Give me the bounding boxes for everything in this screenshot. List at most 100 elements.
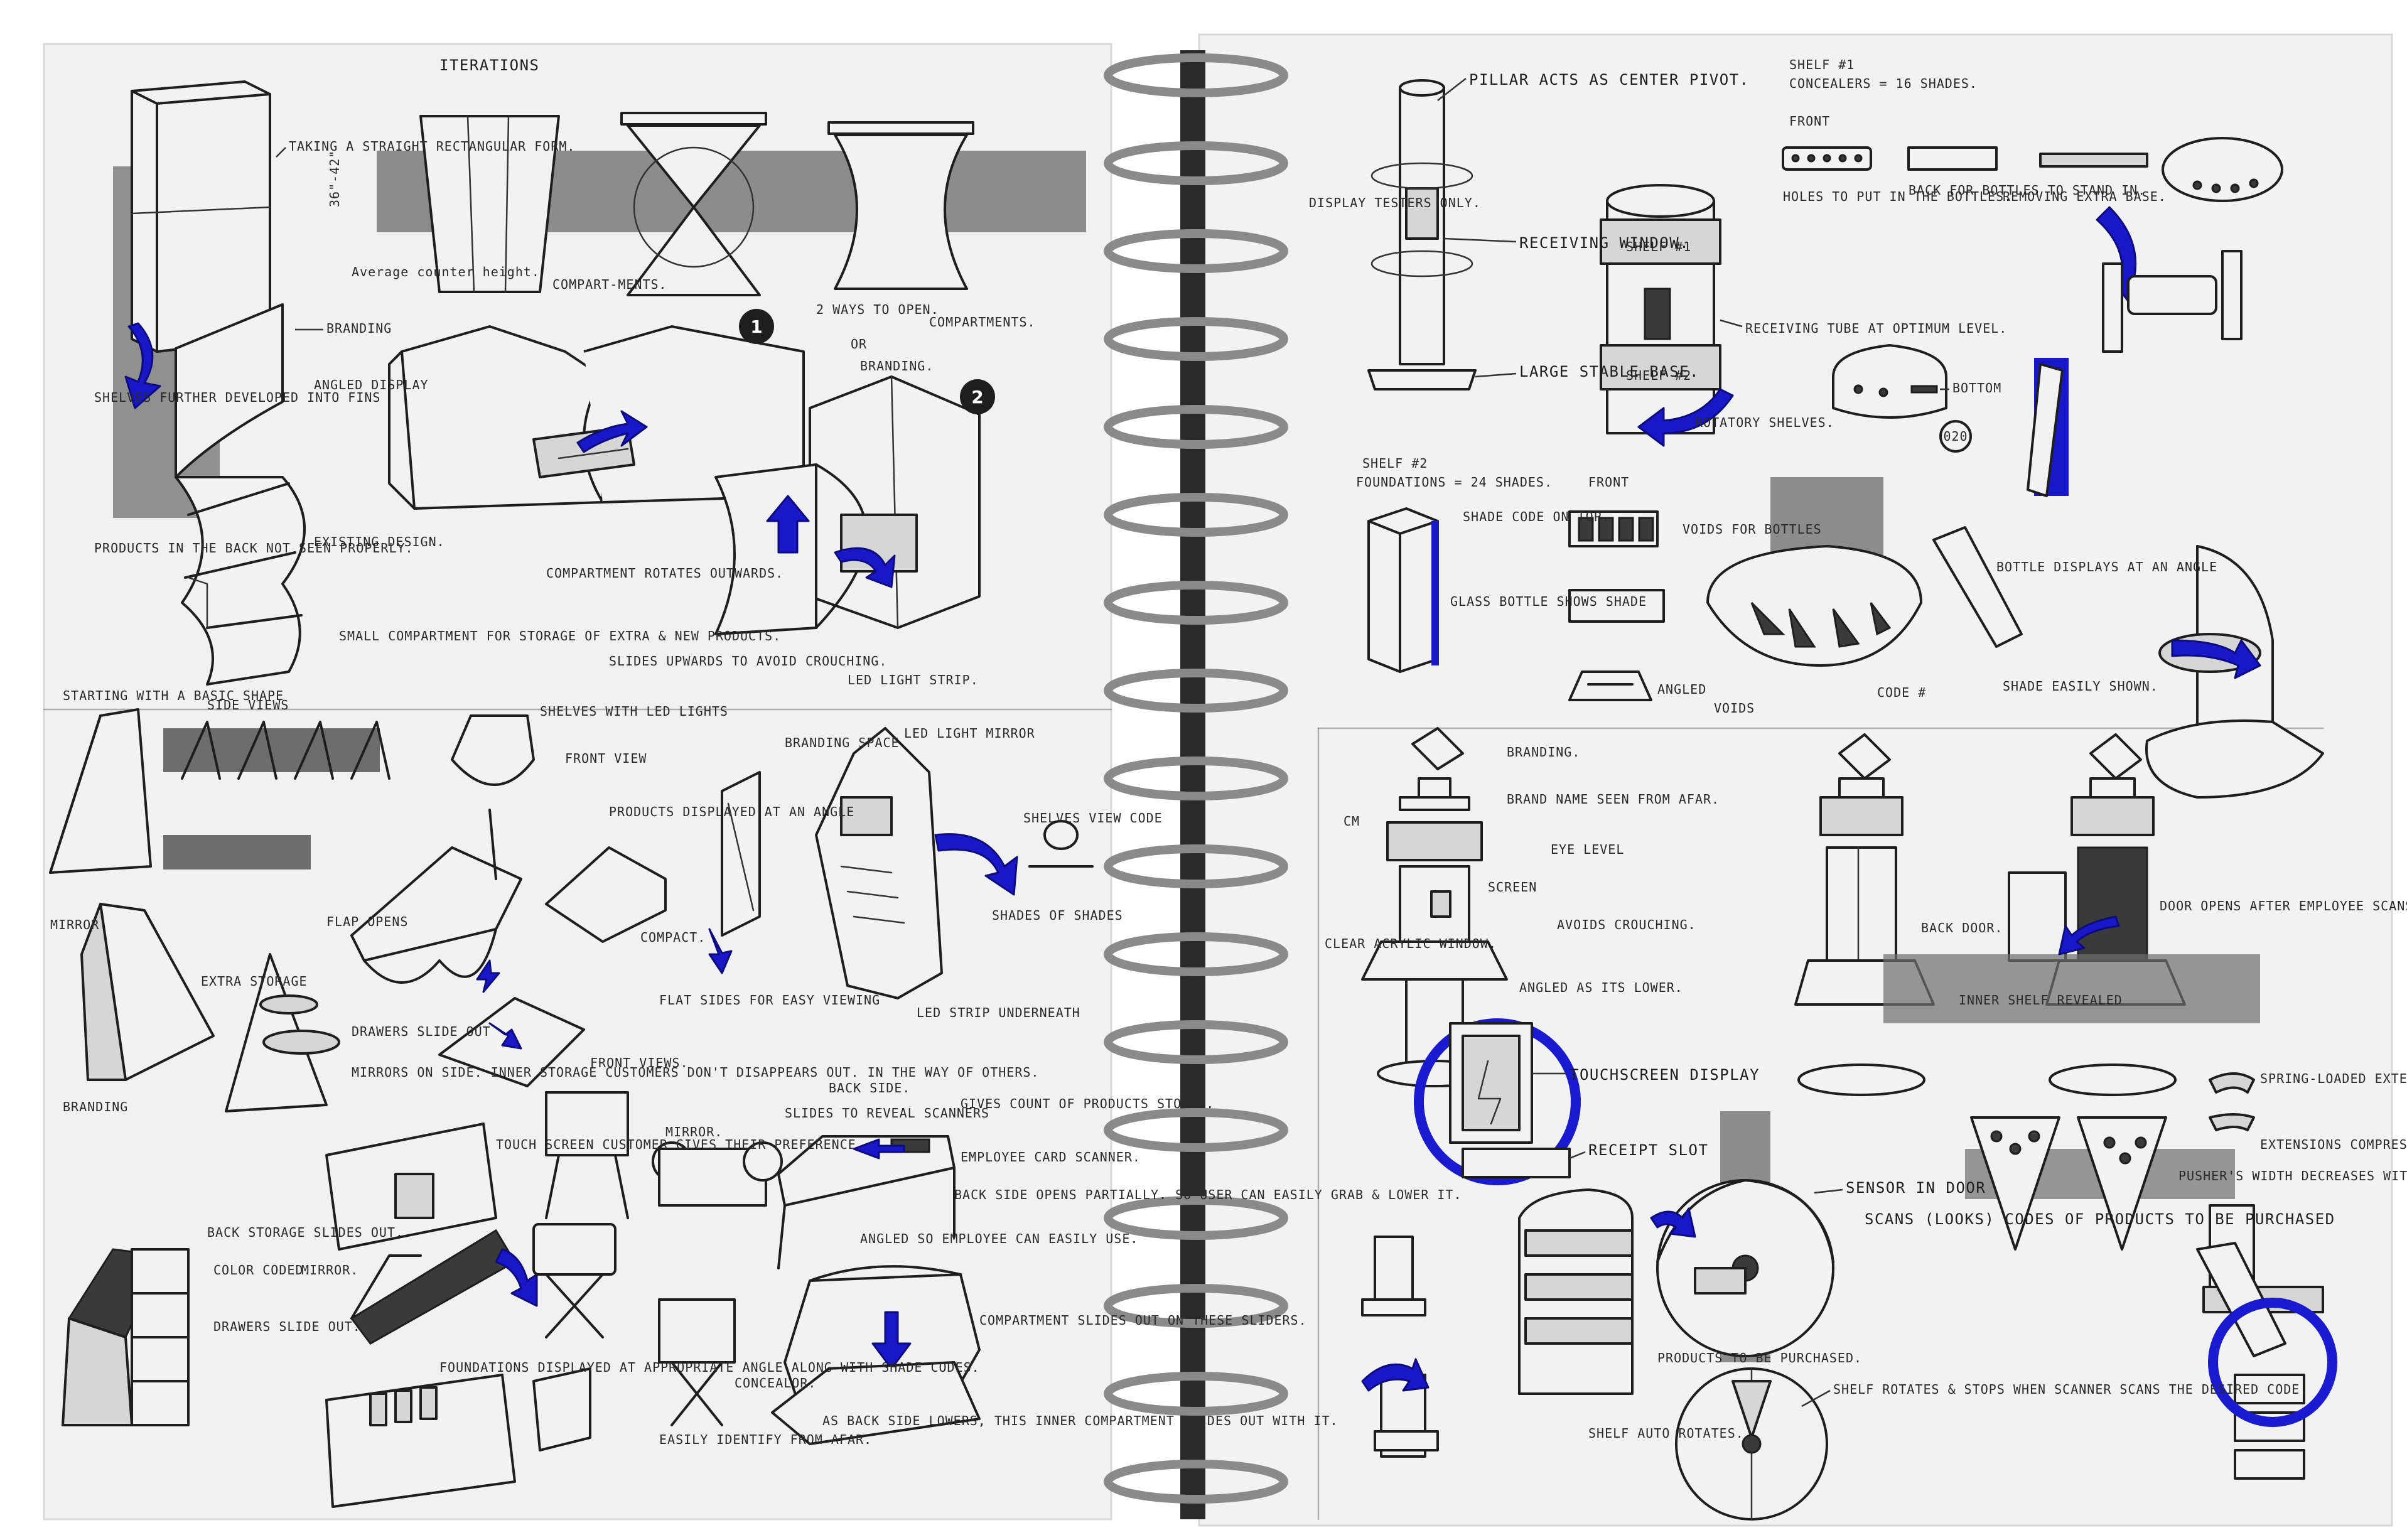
blue-arrow-small-3	[708, 928, 733, 974]
sketch-rotatory-shelves	[1600, 184, 1721, 434]
note-angled-display: ANGLED DISPLAY	[314, 377, 429, 392]
note-front-views: FRONT VIEWS.	[590, 1055, 689, 1070]
note-starting-shape: STARTING WITH A BASIC SHAPE	[63, 688, 284, 703]
note-glass-bottle: GLASS BOTTLE SHOWS SHADE	[1450, 594, 1647, 609]
note-products-purchased: PRODUCTS TO BE PURCHASED.	[1657, 1350, 1862, 1365]
note-eye-level: EYE LEVEL	[1551, 842, 1624, 857]
note-slides-upwards: SLIDES UPWARDS TO AVOID CROUCHING.	[609, 654, 887, 669]
leader-lines	[276, 78, 1949, 1408]
sketch-angled-bottle-ring	[1706, 477, 2023, 667]
sketch-shelf-2-parts	[1568, 510, 1665, 701]
note-angled-employee: ANGLED SO EMPLOYEE CAN EASILY USE.	[860, 1231, 1138, 1246]
note-products-angle: PRODUCTS DISPLAYED AT AN ANGLE	[609, 804, 854, 819]
note-holes-bottles: HOLES TO PUT IN THE BOTTLES.	[1783, 189, 2012, 204]
note-existing-design: EXISTING DESIGN.	[314, 534, 445, 549]
sketch-concealer-box	[771, 1361, 981, 1445]
note-height-dim: 36"-42"	[327, 150, 342, 207]
blue-arrow-door	[2058, 915, 2120, 956]
note-mirror-b: MIRROR.	[665, 1124, 723, 1139]
blue-arrow-slide-left	[853, 1138, 905, 1160]
badge-1-label: 1	[750, 316, 762, 337]
note-large-base: LARGE STABLE BASE.	[1519, 363, 1699, 380]
note-back-door: BACK DOOR.	[1921, 920, 2003, 935]
note-products-back: PRODUCTS IN THE BACK NOT SEEN PROPERLY.	[94, 541, 414, 556]
sketch-pillar-pivot	[1367, 79, 1477, 390]
note-compartment-slides: COMPARTMENT SLIDES OUT ON THESE SLIDERS.	[979, 1313, 1307, 1328]
blue-arrow-drawer-down	[871, 1311, 912, 1370]
sketch-iteration-2	[620, 112, 767, 296]
badge-2	[960, 379, 995, 414]
note-shelf-auto: SHELF AUTO ROTATES.	[1588, 1426, 1744, 1441]
note-door-opens: DOOR OPENS AFTER EMPLOYEE SCANS CARD.	[2160, 898, 2407, 913]
note-sensor-door: SENSOR IN DOOR	[1846, 1179, 1986, 1197]
note-employee-card: EMPLOYEE CARD SCANNER.	[961, 1150, 1141, 1165]
badge-2-label: 2	[971, 387, 983, 407]
note-shades-of-shades: SHADES OF SHADES	[992, 908, 1123, 923]
sketch-shelf-bottom	[1832, 344, 1947, 419]
note-spring-loaded: SPRING-LOADED EXTENSIONS.	[2260, 1071, 2407, 1086]
sketch-iteration-3	[827, 121, 974, 290]
sketch-scanner-wheel	[1675, 1367, 1828, 1521]
note-concealers: CONCEALERS = 16 SHADES.	[1789, 76, 1978, 91]
note-concealor: CONCEALOR.	[735, 1376, 816, 1391]
note-front-view: FRONT VIEW	[565, 751, 647, 766]
note-cm: CM	[1344, 814, 1360, 829]
note-led-mirror: LED LIGHT MIRROR	[904, 726, 1035, 741]
blue-arrow-curve-mid	[934, 833, 1018, 896]
sketch-side-views	[181, 721, 390, 780]
sketch-branding-stand-front	[451, 714, 535, 880]
note-compartments-b: COMPARTMENTS.	[929, 315, 1036, 330]
note-foundations-angle: FOUNDATIONS DISPLAYED AT APPROPRIATE ANG…	[439, 1360, 980, 1375]
note-bottle-angle: BOTTLE DISPLAYS AT AN ANGLE	[1996, 559, 2217, 574]
note-shelf1-title: SHELF #1	[1789, 57, 1855, 72]
note-back-storage: BACK STORAGE SLIDES OUT.	[207, 1225, 404, 1240]
note-pushers-width: PUSHER'S WIDTH DECREASES WITH THE SECTIO…	[2178, 1168, 2407, 1183]
note-mirror-c: MIRROR.	[301, 1263, 358, 1278]
blue-arrow-angle-shelf	[2171, 639, 2261, 679]
note-inner-shelf: INNER SHELF REVEALED	[1959, 993, 2123, 1008]
note-front: FRONT	[1789, 114, 1830, 129]
note-led-underneath: LED STRIP UNDERNEATH	[917, 1005, 1080, 1020]
note-touchscreen: TOUCHSCREEN DISPLAY	[1570, 1066, 1760, 1084]
sketch-back-storage-tower	[62, 1248, 190, 1426]
note-angled: ANGLED	[1657, 682, 1706, 697]
note-compartment-rotates: COMPARTMENT ROTATES OUTWARDS.	[546, 566, 783, 581]
note-slides-reveal: SLIDES TO REVEAL SCANNERS	[785, 1106, 989, 1121]
note-back-lowers: AS BACK SIDE LOWERS, THIS INNER COMPARTM…	[822, 1413, 1338, 1428]
note-shelf2-title: SHELF #2	[1362, 456, 1428, 471]
blue-arrow-up-1	[766, 495, 810, 554]
note-clear-window: CLEAR ACRYLIC WINDOW.	[1325, 936, 1497, 951]
note-shade-shown: SHADE EASILY SHOWN.	[2003, 679, 2158, 694]
note-easily-identify: EASILY IDENTIFY FROM AFAR.	[659, 1432, 872, 1447]
note-shelves-fins: SHELVES FURTHER DEVELOPED INTO FINS	[94, 390, 380, 405]
sketch-shade-tub	[1028, 820, 1094, 868]
note-branding-r: BRANDING.	[1507, 745, 1580, 760]
note-angled-lower: ANGLED AS ITS LOWER.	[1519, 980, 1683, 995]
note-foundations-24: FOUNDATIONS = 24 SHADES.	[1356, 475, 1553, 490]
note-flat-sides: FLAT SIDES FOR EASY VIEWING	[659, 993, 880, 1008]
blue-arrow-rotatory	[1637, 388, 1734, 447]
note-receiving-tube: RECEIVING TUBE AT OPTIMUM LEVEL.	[1745, 321, 2007, 336]
note-front-b: FRONT	[1588, 475, 1629, 490]
note-voids-bottles: VOIDS FOR BOTTLES	[1683, 522, 1822, 537]
note-back-bottles: BACK FOR BOTTLES TO STAND IN.	[1909, 183, 2146, 198]
note-scans-codes: SCANS (LOOKS) CODES OF PRODUCTS TO BE PU…	[1865, 1210, 2335, 1228]
blue-arrow-mirror	[495, 1248, 538, 1307]
note-back-side: BACK SIDE.	[829, 1080, 910, 1096]
note-gives-count: GIVES COUNT OF PRODUCTS STORED.	[961, 1096, 1214, 1111]
note-counter-height: Average counter height.	[352, 264, 540, 279]
note-branding: BRANDING	[326, 321, 392, 336]
note-back-opens: BACK SIDE OPENS PARTIALLY. SO USER CAN E…	[954, 1187, 1462, 1202]
blue-arrow-small-2	[488, 1022, 522, 1050]
note-code-hash: CODE #	[1877, 685, 1926, 700]
sketch-shelf-ring	[2102, 250, 2243, 353]
blue-ring-pusher	[2208, 1298, 2337, 1427]
note-two-ways: 2 WAYS TO OPEN.	[816, 302, 939, 317]
note-screen: SCREEN	[1488, 880, 1537, 895]
shade-code-label: 020	[1943, 429, 1968, 444]
note-brand-name: BRAND NAME SEEN FROM AFAR.	[1507, 792, 1720, 807]
spine	[1180, 50, 1205, 1519]
blue-arrow-small-kiosk	[1361, 1358, 1430, 1392]
